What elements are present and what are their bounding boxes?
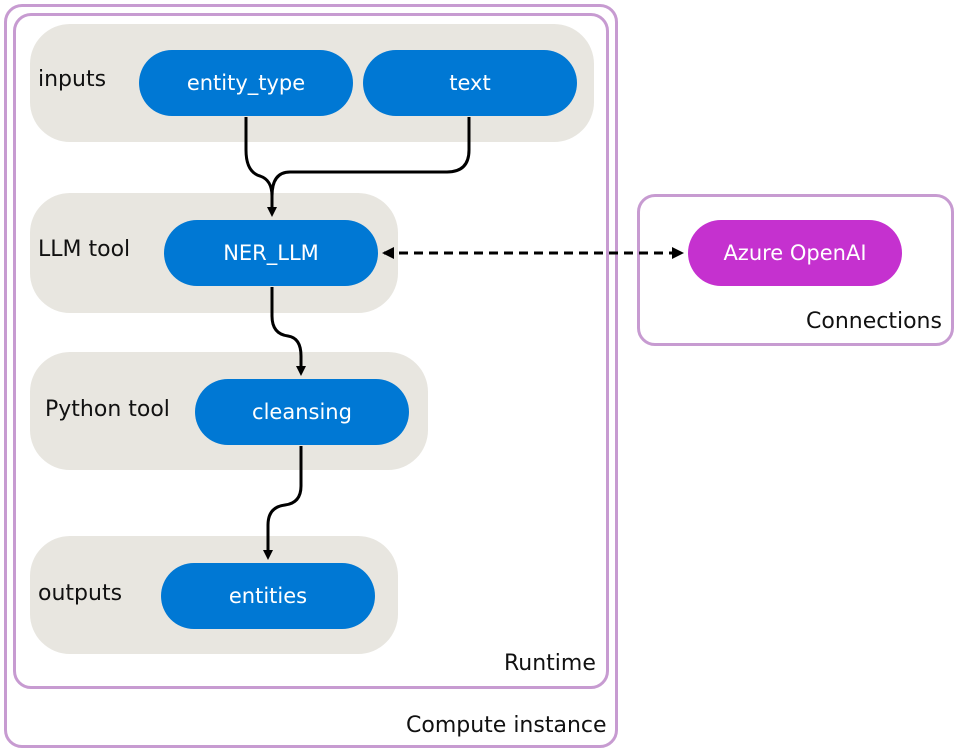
compute-instance-container [4,4,618,748]
inputs-group-label: inputs [38,67,107,92]
edge-text-to-ner-llm [270,117,471,197]
python-tool-group-label: Python tool [45,397,170,422]
node-azure-openai[interactable]: Azure OpenAI [688,220,902,286]
connections-label: Connections [806,309,942,334]
compute-instance-label: Compute instance [406,713,607,738]
connections-container [637,194,954,346]
runtime-label: Runtime [504,651,596,676]
edge-cleansing-to-entities [263,446,303,560]
node-entities[interactable]: entities [161,563,375,629]
outputs-group-label: outputs [38,581,123,606]
edge-entity-type-to-ner-llm [244,117,277,217]
node-entity-type[interactable]: entity_type [139,50,353,116]
node-text[interactable]: text [363,50,577,116]
node-cleansing[interactable]: cleansing [195,379,409,445]
edge-ner-llm-to-cleansing [270,287,306,376]
llm-tool-group-label: LLM tool [38,237,131,262]
node-ner-llm[interactable]: NER_LLM [164,220,378,286]
runtime-container [13,13,609,689]
